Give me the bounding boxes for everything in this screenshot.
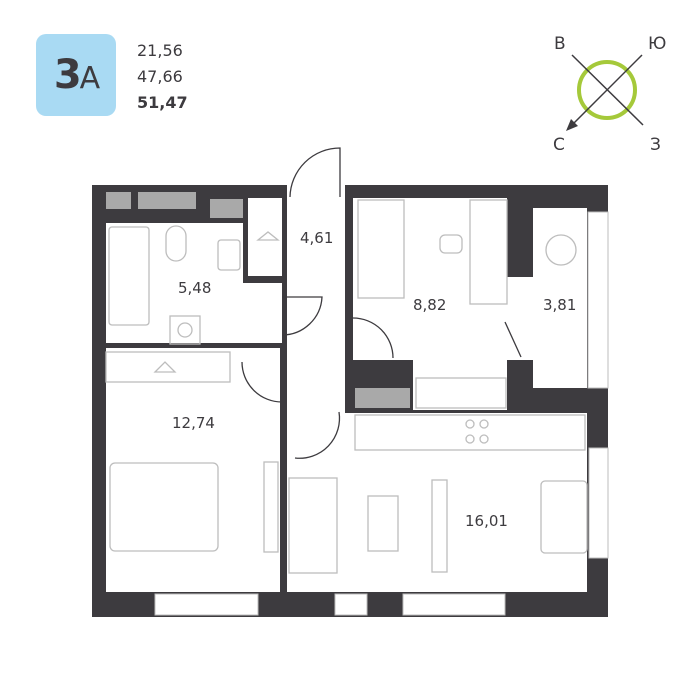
toilet-icon <box>165 225 187 262</box>
hanger-icon <box>256 231 280 241</box>
bed-double-icon <box>109 462 219 552</box>
total-area-with-balcony: 51,47 <box>137 93 188 112</box>
area-bedroom: 12,74 <box>172 414 215 432</box>
plan-shape <box>355 388 410 408</box>
washer-icon <box>169 315 201 345</box>
plan-shape <box>243 283 282 343</box>
compass-label-yu: Ю <box>648 34 666 54</box>
plan-shape <box>479 434 489 444</box>
apartment-type-badge: 3А <box>36 34 116 116</box>
compass-label-s: С <box>553 135 565 155</box>
plan-shape <box>479 419 489 429</box>
closet <box>248 198 282 276</box>
plan-shape <box>106 197 587 592</box>
plan-shape <box>106 192 131 209</box>
plan-shape <box>413 360 507 410</box>
bathtub-icon <box>108 226 150 326</box>
plan-shape <box>465 419 475 429</box>
compass: В Ю С З <box>553 34 666 155</box>
plan-shape <box>154 211 609 616</box>
plan-shape <box>210 199 243 218</box>
tv-icon <box>431 479 448 573</box>
sofa-icon <box>288 477 338 574</box>
plan-shape <box>507 277 533 360</box>
plan-shape <box>504 321 522 358</box>
room-living <box>287 413 587 592</box>
kitchen-counter-icon <box>354 414 586 451</box>
arrowhead-icon <box>566 119 578 131</box>
sink-icon <box>217 239 241 271</box>
room-hall <box>287 197 345 417</box>
plan-shape <box>241 361 283 403</box>
compass-label-v: В <box>554 34 566 54</box>
coffee-table-icon <box>367 495 399 552</box>
plan-shape <box>154 593 259 616</box>
plan-shape <box>106 192 410 408</box>
plan-shape <box>294 411 341 459</box>
plan-shape <box>334 593 368 616</box>
plan-shape <box>138 192 196 209</box>
desk-icon <box>469 199 508 305</box>
plan-shape <box>465 434 475 444</box>
compass-ring <box>577 60 637 120</box>
living-area: 21,56 <box>137 41 183 60</box>
type-number: 3 <box>53 52 82 98</box>
tv-stand-icon <box>263 461 279 553</box>
room-balcony <box>533 208 587 388</box>
total-area: 47,66 <box>137 67 183 86</box>
area-hall: 4,61 <box>300 229 333 247</box>
plan-shape <box>287 180 345 200</box>
area-balcony: 3,81 <box>543 296 576 314</box>
table-icon <box>545 234 577 266</box>
wardrobe2-icon <box>415 377 507 409</box>
chair-icon <box>439 234 463 254</box>
plan-shape <box>588 447 609 559</box>
area-bedroom-small: 8,82 <box>413 296 446 314</box>
plan-shape <box>289 147 341 198</box>
room-labels: 5,48 4,61 8,82 3,81 12,74 16,01 <box>172 229 576 530</box>
plan-shape <box>402 593 506 616</box>
plan-shape <box>281 296 323 336</box>
bed-single-icon <box>357 199 405 299</box>
plan-shape <box>241 147 522 459</box>
type-letter: А <box>79 61 100 96</box>
room-bedroom <box>106 348 280 592</box>
plan-shape <box>587 211 609 389</box>
compass-label-z: З <box>650 135 661 155</box>
area-summary: 21,56 47,66 51,47 <box>137 38 188 116</box>
furniture <box>105 199 588 574</box>
room-bedroom-small <box>353 198 507 360</box>
area-living-kitchen: 16,01 <box>465 512 508 530</box>
plan-shape <box>177 322 193 338</box>
area-bathroom: 5,48 <box>178 279 211 297</box>
dining-table-icon <box>540 480 588 554</box>
plan-shape <box>352 317 394 359</box>
compass-arrow <box>571 54 643 126</box>
plan-shape <box>153 361 177 373</box>
wardrobe-icon <box>105 351 231 383</box>
room-bathroom <box>106 223 243 343</box>
